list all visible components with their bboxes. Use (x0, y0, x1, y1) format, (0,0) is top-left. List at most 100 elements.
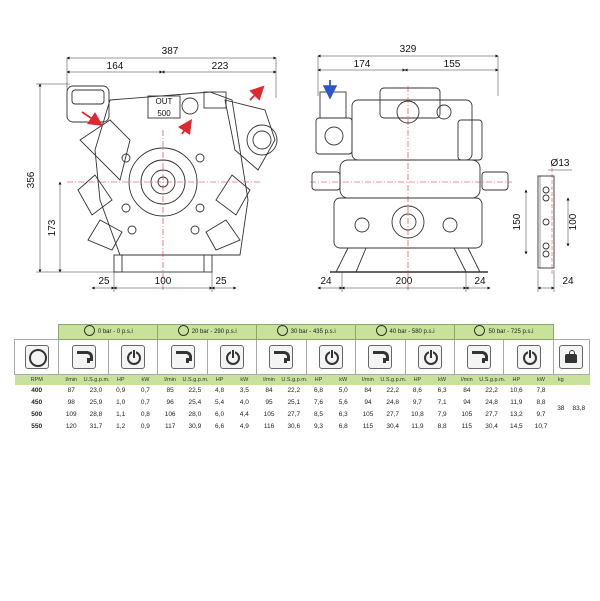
table-cell: 105 (263, 411, 275, 418)
table-cell: 7,9 (437, 411, 447, 418)
dim-foot-outer: 150 (512, 213, 523, 230)
dim-base-left: 25 (98, 276, 110, 287)
pressure-header: 50 bar - 725 p.s.i (454, 324, 554, 340)
foot-dimension-labels: Ø13 150 100 24 (512, 158, 579, 287)
table-cell: 11,9 (510, 399, 523, 406)
unit-header: kW (528, 374, 554, 385)
power-icon-cell (305, 339, 357, 375)
unit-header: U.S.g.p.m. (182, 374, 208, 385)
table-cell: 27,7 (386, 411, 399, 418)
table-cell: 28,8 (89, 411, 103, 418)
pressure-label: 40 bar - 580 p.s.i (389, 329, 435, 336)
power-icon (417, 345, 442, 369)
weight-header: kg (553, 374, 569, 385)
power-icon (516, 345, 541, 369)
table-cell: 28,0 (188, 411, 202, 418)
unit-header: kW (330, 374, 356, 385)
power-icon (121, 345, 146, 369)
dim-front-height: 356 (26, 171, 37, 188)
out-label: OUT (156, 97, 173, 106)
table-cell: 7,1 (437, 399, 447, 406)
gauge-icon (177, 324, 189, 336)
pressure-header: 40 bar - 580 p.s.i (355, 324, 455, 340)
table-cell: 0,7 (140, 387, 150, 394)
table-cell: 25,4 (188, 399, 202, 406)
rpm-header: RPM (14, 374, 59, 385)
unit-header: l/min (355, 374, 381, 385)
unit-header: HP (207, 374, 232, 385)
dim-foot-inner: 100 (568, 213, 579, 230)
weight-icon (559, 345, 584, 369)
front-dimension-labels: 387 164 223 356 173 25 100 25 OUT 500 (26, 46, 229, 287)
table-cell: 116 (263, 423, 275, 430)
flow-icon (269, 345, 294, 369)
table-cell: 0,9 (140, 423, 150, 430)
table-cell: 94 (463, 399, 471, 406)
table-cell: 22,2 (485, 387, 498, 394)
table-cell: 5,6 (338, 399, 348, 406)
table-cell: 22,2 (386, 387, 399, 394)
table-cell: 0,7 (140, 399, 150, 406)
table-cell: 106 (164, 411, 176, 418)
foot-detail (524, 168, 572, 292)
table-cell: 84 (463, 387, 471, 394)
dim-foot-hole: Ø13 (551, 158, 570, 169)
pressure-header: 20 bar - 290 p.s.i (157, 324, 258, 340)
table-cell: 1,2 (116, 423, 126, 430)
power-icon-cell (503, 339, 554, 375)
table-cell: 6,6 (215, 423, 225, 430)
table-cell: 5,0 (338, 387, 348, 394)
flow-icon-cell (256, 339, 307, 375)
table-cell: 8,8 (536, 399, 546, 406)
table-cell: 13,2 (509, 411, 523, 418)
unit-header: HP (108, 374, 134, 385)
table-cell: 30,6 (287, 423, 301, 430)
table-cell: 115 (362, 423, 374, 430)
flow-icon-cell (157, 339, 208, 375)
table-cell: 9,7 (536, 411, 546, 418)
dim-front-left: 164 (107, 61, 124, 72)
table-cell: 7,6 (313, 399, 323, 406)
table-cell: 1,0 (116, 399, 126, 406)
pressure-header: 0 bar - 0 p.s.i (58, 324, 159, 340)
gauge-icon (474, 324, 486, 336)
table-cell: 6,8 (338, 423, 348, 430)
icon-row (13, 339, 591, 375)
pressure-label: 50 bar - 725 p.s.i (488, 329, 534, 336)
flow-icon (368, 345, 393, 369)
table-cell: 84 (364, 387, 372, 394)
power-icon-cell (206, 339, 258, 375)
spacer-cell (15, 325, 59, 340)
table-cell: 4,0 (239, 399, 249, 406)
table-cell: 22,2 (287, 387, 301, 394)
table-cell: 8,8 (437, 423, 447, 430)
technical-drawing: 387 164 223 356 173 25 100 25 OUT 500 (26, 44, 579, 292)
table-cell: 109 (65, 411, 77, 418)
table-cell: 115 (461, 423, 473, 430)
unit-header: l/min (454, 374, 480, 385)
table-cell: 120 (65, 423, 77, 430)
power-icon (219, 345, 244, 369)
table-cell: 84 (265, 387, 273, 394)
table-cell: 31,7 (89, 423, 103, 430)
unit-header: HP (503, 374, 529, 385)
unit-header: l/min (256, 374, 282, 385)
unit-header: HP (405, 374, 430, 385)
table-cell: 6,0 (215, 411, 225, 418)
power-icon-cell (404, 339, 456, 375)
table-cell: 4,9 (239, 423, 249, 430)
table-cell: 30,4 (485, 423, 498, 430)
rpm-value: 550 (31, 423, 43, 430)
unit-header: U.S.g.p.m. (479, 374, 505, 385)
flow-icon-cell (58, 339, 109, 375)
spacer-cell (553, 325, 589, 340)
table-cell: 9,7 (412, 399, 422, 406)
rpm-value: 500 (31, 411, 43, 418)
unit-header: U.S.g.p.m. (281, 374, 307, 385)
unit-header: kW (429, 374, 455, 385)
table-cell: 27,7 (485, 411, 498, 418)
